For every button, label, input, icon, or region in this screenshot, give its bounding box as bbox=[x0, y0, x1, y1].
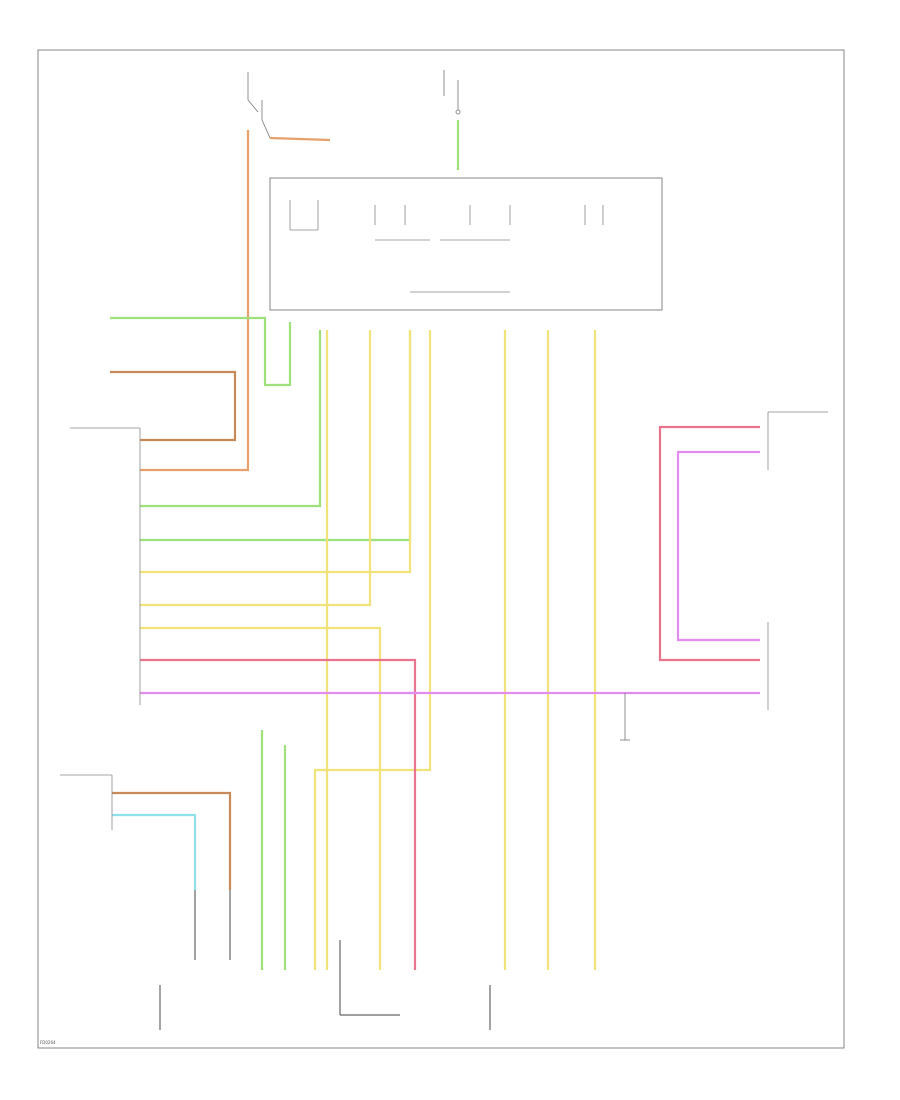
cyan-lower-wire bbox=[112, 813, 197, 890]
footer-code: FD0264 bbox=[40, 1040, 56, 1045]
right-module-outline bbox=[767, 411, 828, 710]
violet-wire-right bbox=[676, 450, 760, 642]
yellow-wire-3 bbox=[140, 626, 382, 970]
central-module-internals bbox=[289, 200, 604, 293]
orange-vertical-wire bbox=[140, 130, 250, 472]
top-left-orange-wire bbox=[269, 136, 331, 142]
brown-lower-wire bbox=[112, 791, 232, 890]
green-wire-1 bbox=[140, 330, 322, 508]
ground-symbol bbox=[620, 693, 630, 741]
yellow-wire-5 bbox=[313, 330, 432, 970]
top-left-switch bbox=[247, 72, 271, 139]
bottom-connectors bbox=[159, 890, 491, 1030]
pink-wire-left bbox=[140, 658, 417, 970]
central-module-box bbox=[269, 177, 663, 311]
left-module-outline bbox=[60, 427, 141, 830]
yellow-wire-2 bbox=[140, 330, 372, 607]
pink-wire-right bbox=[658, 425, 760, 662]
brown-horizontal-wire bbox=[110, 370, 237, 442]
top-center-switch bbox=[443, 70, 461, 115]
green-top-wire bbox=[110, 316, 292, 387]
diagram-frame bbox=[37, 49, 845, 1049]
yellow-wire-1 bbox=[140, 330, 412, 574]
